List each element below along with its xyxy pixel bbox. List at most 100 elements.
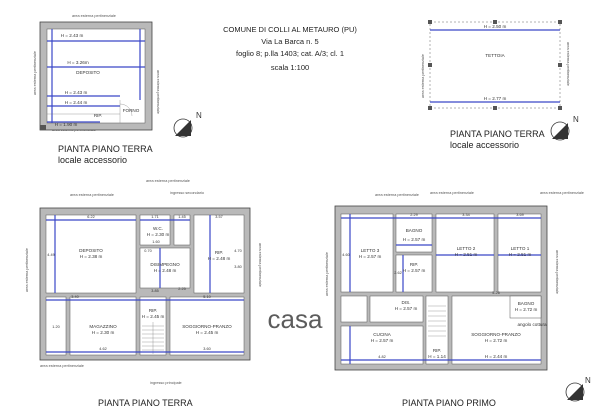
plan-accessory-right: H = 2.50 m TETTOIA H = 2.77 m area ester… <box>421 20 570 110</box>
pillar <box>558 106 562 110</box>
north-arrow: N <box>565 376 591 402</box>
dimension-text: 1.60 <box>152 240 159 244</box>
height-label: H = 2.72 m <box>515 307 538 312</box>
room-bagno2 <box>509 295 542 319</box>
dimension-text: 3.60 <box>203 347 210 351</box>
dimension-text: 2.29 <box>410 213 417 217</box>
room-label-letto1: LETTO 1 <box>511 246 530 251</box>
caption-accessory-right-1: PIANTA PIANO TERRA <box>450 129 545 139</box>
north-label: N <box>585 376 591 385</box>
dimension-text: 3.80 <box>234 265 241 269</box>
room-label-deposito: DEPOSITO <box>79 248 103 253</box>
caption-accessory-left-1: PIANTA PIANO TERRA <box>58 144 153 154</box>
dimension-text: 0.70 <box>144 249 151 253</box>
dimension-text: 1.45 <box>178 215 185 219</box>
height-label: H = 2.38 m <box>80 254 103 259</box>
ext-label: area esterna pertinenziale <box>375 193 419 197</box>
title-line-municipality: COMUNE DI COLLI AL METAURO (PU) <box>223 25 357 34</box>
annotation-angolo-cottura: angolo cottura <box>517 322 547 327</box>
ext-label: area esterna pertinenziale <box>540 191 584 195</box>
ext-label: area esterna pertinenziale <box>566 42 570 86</box>
height-label: H = 1.14 <box>428 354 446 359</box>
ext-label: area esterna pertinenziale <box>70 193 114 197</box>
height-label: H = 1.90 m <box>55 122 78 127</box>
height-label: H = 2.57 m <box>403 268 426 273</box>
caption-ground-floor: PIANTA PIANO TERRA <box>98 398 193 408</box>
room-stair-top <box>173 214 191 246</box>
pillar <box>558 63 562 67</box>
height-label: H = 2.48 m <box>154 268 177 273</box>
room-cucina <box>340 325 424 365</box>
height-label: H = 2.45 m <box>142 314 165 319</box>
ext-label: area esterna pertinenziale <box>258 243 262 287</box>
room-label-rip: RIP. <box>215 250 223 255</box>
ext-label: area esterna pertinenziale <box>421 54 425 98</box>
room-soggiorno <box>169 296 245 356</box>
room-stairs <box>425 295 449 365</box>
ext-label: area esterna pertinenziale <box>156 70 160 114</box>
room-deposito <box>45 214 137 294</box>
height-label: H = 2.45 m <box>196 330 219 335</box>
height-label: H = 2.48 m <box>208 256 231 261</box>
north-label: N <box>196 111 202 120</box>
room-label-disimpegno: DISIMPEGNO <box>150 262 180 267</box>
ext-label: area esterna pertinenziale <box>25 248 29 292</box>
compass-arrow <box>567 384 583 400</box>
north-arrow: N <box>550 115 579 141</box>
height-label: H = 2.44 m <box>65 100 88 105</box>
ext-label: area esterna pertinenziale <box>40 364 84 368</box>
dimension-text: 2.62 <box>394 271 401 275</box>
height-label: H = 2.51 m <box>455 252 478 257</box>
room-small-left <box>45 296 67 356</box>
height-label: H = 3.26m <box>67 60 88 65</box>
room-label-rip: RIP. <box>149 308 157 313</box>
ext-label: area esterna pertinenziale <box>325 252 329 296</box>
title-line-cadastral: foglio 8; p.lla 1403; cat. A/3; cl. 1 <box>236 49 344 58</box>
dimension-text: 3.69 <box>516 213 523 217</box>
height-label: H = 2.51 m <box>509 252 532 257</box>
dimension-text: 4.70 <box>234 249 241 253</box>
pillar <box>558 20 562 24</box>
dimension-text: 3.85 <box>151 289 158 293</box>
pillar <box>493 106 497 110</box>
compass-arrow <box>175 120 191 136</box>
height-label: H = 2.57 m <box>395 306 418 311</box>
room-label-forno: FORNO <box>123 108 140 113</box>
plan-accessory-left: area esterna pertinenziale area esterna … <box>33 14 160 132</box>
room-label-bagno: BAGNO <box>406 228 423 233</box>
ext-label: area esterna pertinenziale <box>33 51 37 95</box>
room-label-deposito: DEPOSITO <box>76 70 100 75</box>
room-label-magazzino: MAGAZZINO <box>89 324 117 329</box>
room-label-tettoia: TETTOIA <box>485 53 505 58</box>
room-label-wc: W.C. <box>153 226 163 231</box>
dimension-text: 1.20 <box>52 325 59 329</box>
title-block: COMUNE DI COLLI AL METAURO (PU) Via La B… <box>223 25 357 72</box>
dimension-text: 4.62 <box>99 347 106 351</box>
height-label: H = 2.44 m <box>485 354 508 359</box>
caption-first-floor: PIANTA PIANO PRIMO <box>402 398 496 408</box>
room-label-rip: RIP. <box>94 113 102 118</box>
pillar <box>428 106 432 110</box>
height-label: H = 2.30 m <box>92 330 115 335</box>
room-hall <box>369 295 424 323</box>
ext-label: area esterna pertinenziale <box>146 179 190 183</box>
staircase <box>142 322 164 354</box>
room-letto1 <box>497 213 542 293</box>
room-dis <box>340 295 368 323</box>
pillar <box>428 20 432 24</box>
plan-first-floor: area esterna pertinenziale area esterna … <box>325 191 584 371</box>
ext-label: area esterna pertinenziale <box>555 250 559 294</box>
title-line-scale: scala 1:100 <box>271 63 309 72</box>
dimension-text: 3.40 <box>71 295 78 299</box>
ext-label: area esterna pertinenziale <box>430 191 474 195</box>
height-label: H = 2.57 m <box>371 338 394 343</box>
room-magazzino <box>69 296 137 356</box>
dimension-text: 5.10 <box>203 295 210 299</box>
room-label-rip: RIP. <box>433 348 441 353</box>
dimension-text: 5.26 <box>492 291 499 295</box>
dimension-text: 1.71 <box>151 215 158 219</box>
room-label-soggiorno: SOGGIORNO-PRANZO <box>471 332 521 337</box>
room-bagno <box>395 213 433 253</box>
